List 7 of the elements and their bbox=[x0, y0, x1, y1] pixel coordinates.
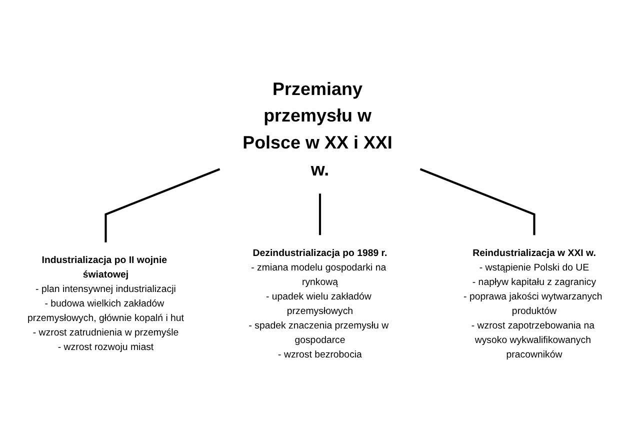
node-text: Industrializacja po II wojnie światowej - plan intensywnej industrializacji - budowa wielkich zakładów przemysłowych, głównie kopalń i hut - wzrost zatrudnienia w przemyśle - wzrost rozwoju miast bbox=[27, 254, 184, 352]
connector bbox=[318, 194, 322, 236]
node-text: Reindustrializacja w XXI w. - wstąpienie Polski do UE - napływ kapitału z zagranicy - poprawa jakości wytwarzanych produktów - wzrost zapotrzebowania na wysoko wykwalifikowanych pracowników bbox=[464, 246, 602, 360]
node-text: Dezindustrializacja po 1989 r. - zmiana modelu gospodarki na rynkową - upadek wielu zakładów przemysłowych - spadek znaczenia przemysłu w gospodarce - wzrost bezrobocia bbox=[248, 246, 389, 360]
connector bbox=[104, 168, 220, 242]
node-text: Przemiany przemysłu w Polsce w XX i XXI w. bbox=[242, 78, 392, 180]
connector bbox=[420, 168, 536, 236]
